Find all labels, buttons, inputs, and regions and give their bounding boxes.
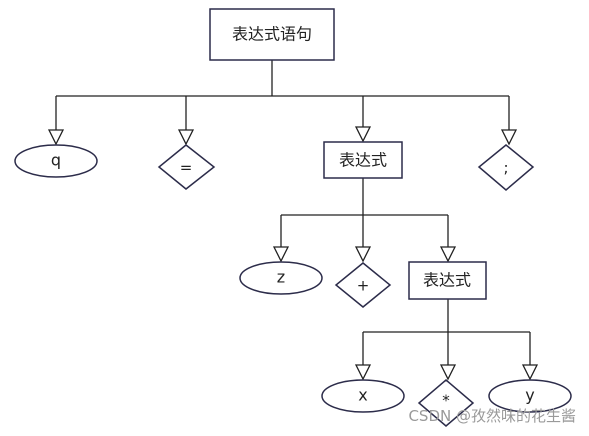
terminal-ellipse	[321, 379, 405, 413]
terminal-ellipse	[488, 379, 572, 413]
arrowhead-icon	[354, 246, 372, 263]
watermark: CSDN @孜然味的花生酱	[408, 407, 576, 425]
arrowhead-icon	[500, 129, 518, 146]
arrowhead-icon	[439, 364, 457, 381]
node-label: 表达式语句	[232, 25, 312, 44]
node-equals: =	[157, 144, 216, 190]
node-label: x	[358, 386, 367, 405]
node-label: *	[442, 392, 450, 410]
operator-diamond	[334, 262, 392, 308]
node-box	[408, 261, 487, 300]
arrowhead-icon	[354, 126, 372, 143]
node-label: z	[277, 268, 285, 287]
arrowhead-icon	[177, 129, 195, 146]
arrowhead-icon	[47, 129, 65, 146]
node-label: ;	[503, 159, 508, 177]
node-label: 表达式	[339, 151, 387, 170]
arrowhead-icon	[272, 246, 290, 263]
node-label: +	[357, 277, 370, 295]
node-label: =	[180, 159, 193, 177]
node-q: q	[14, 144, 98, 178]
operator-diamond	[477, 144, 535, 191]
node-box	[323, 141, 403, 179]
node-z: z	[239, 261, 323, 295]
arrowhead-icon	[354, 364, 372, 381]
node-expression-1: 表达式	[323, 141, 403, 179]
operator-diamond	[157, 144, 216, 190]
node-x: x	[321, 379, 405, 413]
node-label: 表达式	[423, 271, 471, 290]
tree-connectors	[55, 60, 531, 365]
node-box	[209, 8, 335, 61]
node-expression-2: 表达式	[408, 261, 487, 300]
node-plus: +	[334, 262, 392, 308]
node-semicolon: ;	[477, 144, 535, 191]
node-root: 表达式语句	[209, 8, 335, 61]
arrowhead-icon	[439, 246, 457, 263]
operator-diamond	[417, 379, 475, 427]
terminal-ellipse	[14, 144, 98, 178]
node-label: q	[51, 151, 61, 170]
node-star: *	[417, 379, 475, 427]
node-y: y	[488, 379, 572, 413]
arrowheads	[47, 126, 539, 381]
arrowhead-icon	[521, 364, 539, 381]
terminal-ellipse	[239, 261, 323, 295]
node-label: y	[525, 386, 534, 405]
